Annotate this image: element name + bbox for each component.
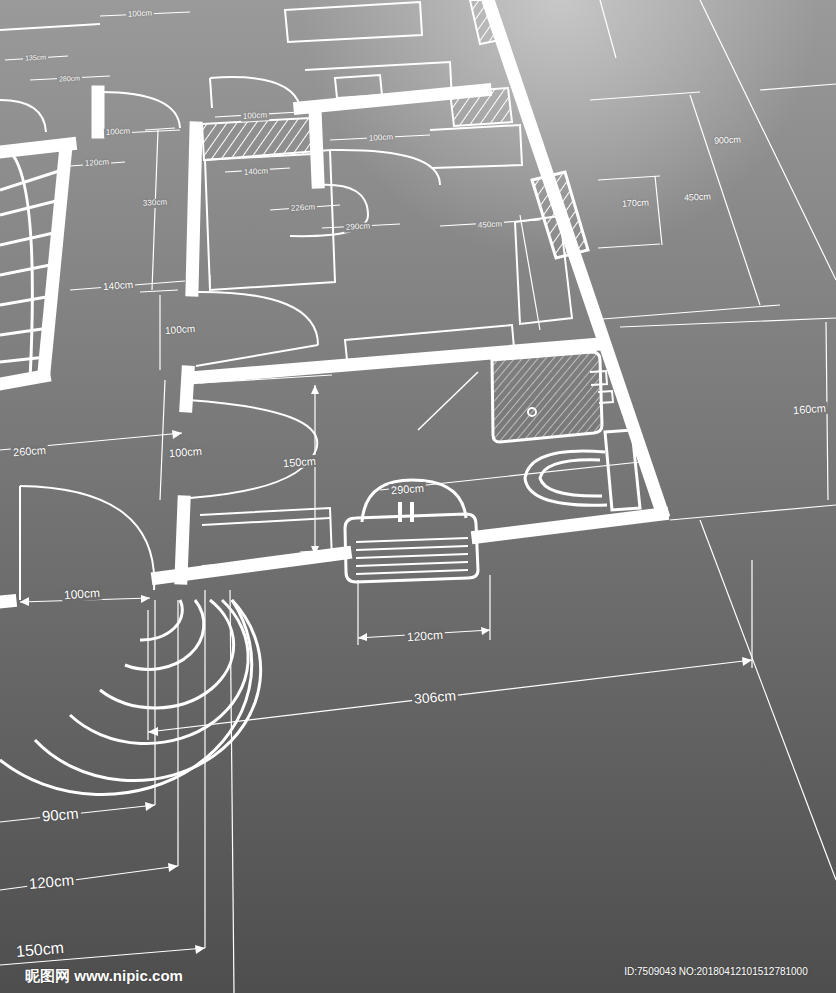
watermark: 昵图网 www.nipic.com xyxy=(23,968,185,985)
image-id: ID:7509043 NO:20180412101512781000 xyxy=(622,966,810,977)
sink xyxy=(345,480,478,582)
dimension-label: 450cm xyxy=(682,192,713,204)
dimension-label: 290cm xyxy=(389,482,427,497)
dimension-label: 100cm xyxy=(367,133,395,143)
stairs xyxy=(0,150,62,380)
dimension-label: 100cm xyxy=(62,587,103,603)
shower xyxy=(418,352,613,442)
dimension-label: 160cm xyxy=(791,402,829,417)
dimension-label: 140cm xyxy=(242,167,270,177)
dimension-arrowheads xyxy=(20,385,752,954)
dimension-label: 100cm xyxy=(104,127,132,137)
dimension-label: 450cm xyxy=(476,220,504,230)
dimension-label: 100cm xyxy=(241,111,269,121)
dimension-label: 330cm xyxy=(141,198,169,208)
door-swings xyxy=(0,77,440,600)
interior-lines xyxy=(0,2,572,566)
dimension-label: 120cm xyxy=(405,629,446,645)
dimension-label: 100cm xyxy=(167,445,205,460)
dimension-label: 120cm xyxy=(27,872,77,893)
door-arcs xyxy=(0,600,261,794)
dimension-label: 290cm xyxy=(344,222,372,232)
dimension-label: 140cm xyxy=(101,278,136,291)
dimension-label: 135cm xyxy=(23,54,48,63)
dimension-label: 306cm xyxy=(411,688,458,707)
dimension-label: 900cm xyxy=(712,135,743,147)
dimension-label: 120cm xyxy=(83,158,111,168)
dimension-label: 90cm xyxy=(39,805,81,825)
dimension-label: 280cm xyxy=(57,75,82,84)
toilet xyxy=(525,430,640,510)
dimension-label: 226cm xyxy=(289,203,317,213)
dimension-label: 150cm xyxy=(13,939,66,961)
dimension-label: 260cm xyxy=(11,444,49,459)
dimension-label: 150cm xyxy=(281,455,319,470)
walls xyxy=(0,0,662,602)
dimension-label: 100cm xyxy=(163,322,198,335)
dimension-label: 170cm xyxy=(620,198,651,210)
dimension-label: 100cm xyxy=(126,9,154,19)
